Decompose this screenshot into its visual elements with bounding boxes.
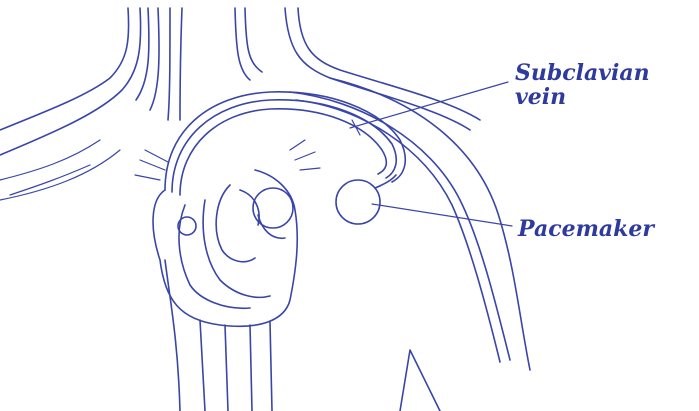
pacemaker-device bbox=[336, 175, 396, 224]
neck-veins bbox=[0, 8, 480, 200]
pacemaker-leader-line bbox=[372, 204, 512, 226]
lower-vessels bbox=[165, 260, 272, 411]
heart bbox=[135, 140, 320, 326]
subclavian-vein-label: Subclavian bbox=[515, 60, 650, 86]
pacemaker-label: Pacemaker bbox=[517, 216, 655, 242]
subclavian-vein-label-line2: vein bbox=[515, 84, 566, 110]
